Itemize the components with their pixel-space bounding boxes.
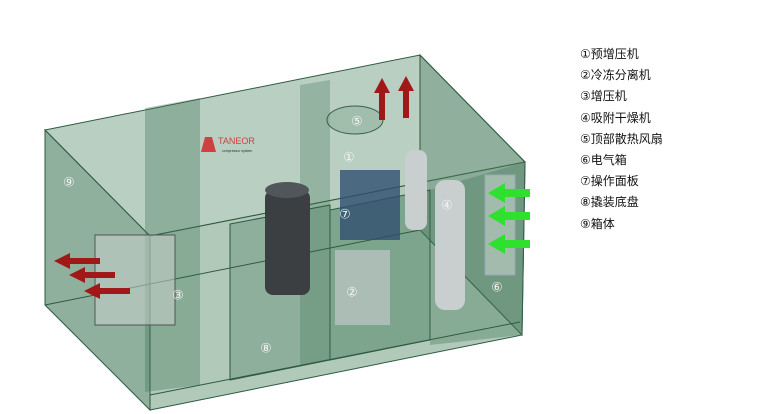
exhaust-arrows: [54, 76, 414, 299]
pre-booster: [340, 170, 400, 240]
callout-3: ③: [172, 289, 184, 304]
callouts: ① ② ③ ④ ⑤ ⑥ ⑦ ⑧ ⑨: [63, 115, 503, 357]
left-arrow-icon: [488, 183, 530, 203]
logo: TANEOR compressor system: [201, 136, 255, 153]
legend-item: ③增压机: [580, 89, 627, 104]
legend-item: ⑧撬装底盘: [580, 195, 639, 210]
booster-compressor: [94, 234, 176, 326]
legend-item: ②冷冻分离机: [580, 68, 651, 83]
left-arrow-icon: [84, 283, 130, 299]
callout-5: ⑤: [351, 115, 363, 130]
legend-item: ⑥电气箱: [580, 153, 627, 168]
callout-6: ⑥: [491, 281, 503, 296]
callout-9: ⑨: [63, 176, 75, 191]
callout-8: ⑧: [260, 342, 272, 357]
svg-text:compressor system: compressor system: [222, 149, 252, 153]
up-arrow-icon: [398, 76, 414, 118]
refrigerated-separator: [335, 250, 390, 325]
svg-text:TANEOR: TANEOR: [218, 136, 255, 146]
legend-item: ⑤顶部散热风扇: [580, 131, 663, 146]
callout-2: ②: [346, 286, 358, 301]
callout-4: ④: [441, 199, 453, 214]
components: [94, 105, 516, 326]
up-arrow-icon: [374, 78, 390, 120]
legend-item: ④吸附干燥机: [580, 110, 651, 125]
legend-item: ⑦操作面板: [580, 174, 639, 189]
adsorption-dryer: [435, 180, 465, 310]
left-arrow-icon: [488, 206, 530, 226]
left-arrow-icon: [54, 253, 100, 269]
pre-booster-tank: [265, 190, 310, 295]
callout-7: ⑦: [339, 208, 351, 223]
callout-1: ①: [343, 151, 355, 166]
legend-item: ⑨箱体: [580, 216, 615, 231]
legend-item: ①预增压机: [580, 47, 639, 61]
legend: ①预增压机 ②冷冻分离机 ③增压机 ④吸附干燥机 ⑤顶部散热风扇 ⑥电气箱 ⑦操…: [580, 44, 663, 235]
left-arrow-icon: [488, 234, 530, 254]
intake-arrows: [488, 183, 530, 254]
left-arrow-icon: [69, 267, 115, 283]
